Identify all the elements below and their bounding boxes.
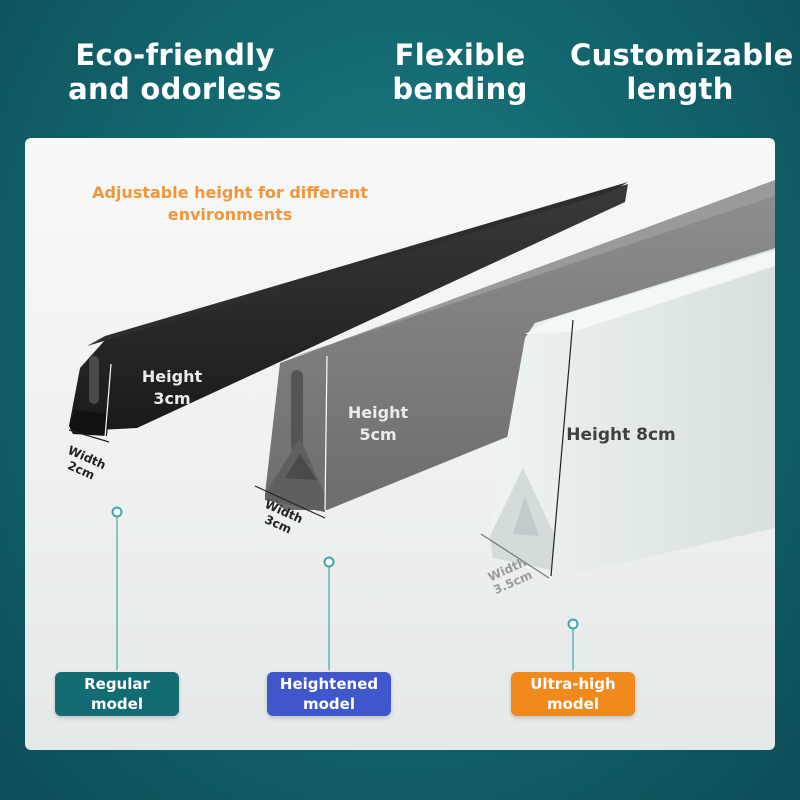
heightened-strip-face [265,183,775,510]
subtitle: Adjustable height for different environm… [92,183,368,224]
heightened-height-label: Height 5cm [347,403,409,444]
product-illustration [68,180,775,670]
heightened-model-name: Heightened model [279,675,379,713]
ultra-high-strip-top [525,250,775,334]
ultra-high-height-line [550,319,574,577]
regular-model-name: Regular model [84,675,150,713]
regular-strip-slot [89,356,99,404]
heightened-width-line [254,485,326,519]
product-panel: Adjustable height for different environm… [25,138,775,750]
regular-model-badge: Regular model [55,672,179,716]
heightened-strip-slot [291,370,303,452]
heightened-connector-dot [323,556,335,568]
connectors [111,506,579,670]
ultra-high-model-name: Ultra-high model [530,675,616,713]
heightened-model-badge: Heightened model [267,672,391,716]
regular-strip-face [69,184,628,430]
feature-eco-friendly: Eco-friendly and odorless [68,38,282,106]
feature-flexible-bending: Flexible bending [392,38,528,106]
ultra-high-height-label: Height 8cm [566,425,676,445]
ultra-high-connector-dot [567,618,579,630]
heightened-model-strip [265,180,775,512]
feature-customizable-length: Customizable length [570,38,794,106]
regular-connector-dot [111,506,123,518]
heightened-height-line [324,355,328,511]
regular-model-strip [69,182,628,436]
ultra-high-width-line [480,533,550,579]
ultra-high-model-strip [490,248,775,578]
regular-strip-foot [69,410,109,436]
regular-strip-top [87,182,628,346]
regular-height-label: Height 3cm [141,367,203,408]
heightened-strip-foot [285,454,317,480]
dimension-lines [68,319,574,579]
regular-width-line [68,429,110,443]
regular-height-line [104,363,112,439]
feature-header: Eco-friendly and odorless Flexible bendi… [0,0,800,130]
ultra-high-strip-foot [513,496,539,536]
ultra-high-model-badge: Ultra-high model [511,672,635,716]
